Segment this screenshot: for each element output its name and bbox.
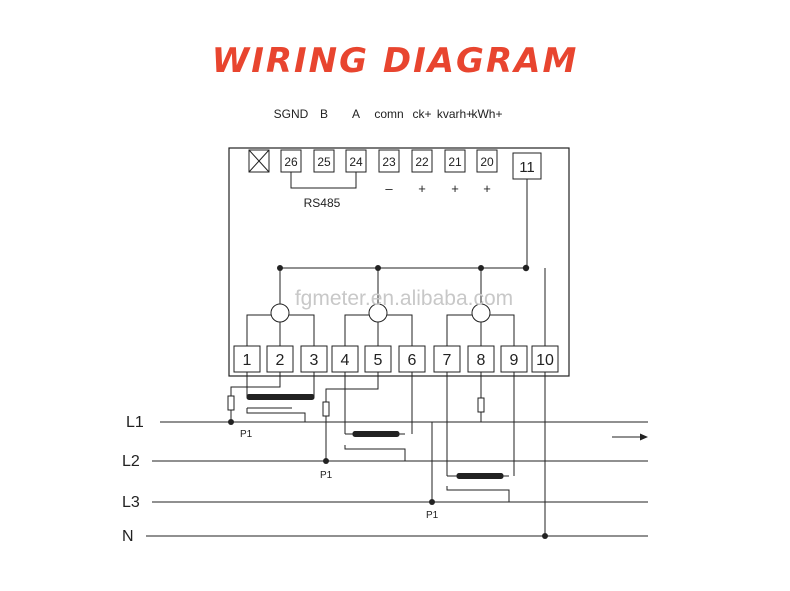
rs485-bracket [290, 172, 357, 189]
l1-tap-dot [228, 419, 234, 425]
top-terminal-number: 21 [448, 155, 462, 169]
polarity-mark: – [385, 181, 393, 196]
top-terminal-number: 20 [480, 155, 494, 169]
bottom-terminal-box [398, 345, 426, 373]
supply-lines [146, 421, 648, 537]
top-terminal-number: 26 [284, 155, 298, 169]
neutral-tap-dot [542, 533, 548, 539]
bottom-terminal-number: 6 [408, 352, 417, 369]
measuring-element-2 [344, 268, 413, 346]
top-terminal-label: kvarh+ [437, 107, 473, 121]
bottom-terminal-number: 7 [443, 352, 452, 369]
top-terminal-label: kWh+ [471, 107, 502, 121]
bottom-terminal-box [467, 345, 495, 373]
phase-2-wiring [322, 372, 413, 461]
bottom-terminal-number: 5 [374, 352, 383, 369]
fuse-label-p1-l2: P1 [320, 470, 333, 481]
phase-1-wiring [227, 372, 315, 422]
bottom-terminal-number: 3 [310, 352, 319, 369]
top-terminal-box [313, 149, 335, 173]
bottom-terminal-box [433, 345, 461, 373]
l2-tap-dot [323, 458, 329, 464]
bottom-terminal-number: 8 [477, 352, 486, 369]
top-terminal-box [378, 149, 400, 173]
top-terminal-number: 24 [349, 155, 363, 169]
bottom-terminal-number: 2 [276, 352, 285, 369]
bottom-terminal-number: 1 [243, 352, 252, 369]
terminal-11-number: 11 [519, 159, 535, 176]
bottom-terminal-block: 1 2 3 4 5 6 7 8 9 10 [233, 345, 559, 373]
bottom-terminal-number: 4 [341, 352, 350, 369]
terminal-11-box [512, 152, 542, 180]
top-terminal-block: SGND 26 B 25 A 24 comn 23 ck+ 22 kvarh+ 21 kWh+ 20 [274, 107, 503, 173]
top-terminal-label: SGND [274, 107, 309, 121]
rs485-label: RS485 [304, 196, 341, 210]
fuse-label-p1-l3: P1 [426, 510, 439, 521]
blank-terminal-icon [248, 149, 270, 173]
phase-3-wiring [431, 372, 515, 502]
bottom-terminal-number: 10 [536, 352, 554, 369]
bottom-terminal-box [331, 345, 359, 373]
top-terminal-label: A [352, 107, 360, 121]
top-terminal-label: B [320, 107, 328, 121]
polarity-mark: + [483, 181, 491, 196]
top-terminal-box [411, 149, 433, 173]
watermark: fgmeter.en.alibaba.com [295, 287, 513, 310]
top-terminal-label: ck+ [412, 107, 431, 121]
line-label-l3: L3 [122, 494, 140, 511]
top-terminal-label: comn [374, 107, 403, 121]
polarity-mark: + [451, 181, 459, 196]
load-direction-arrow-icon [612, 433, 648, 441]
line-label-l2: L2 [122, 453, 140, 470]
meter-enclosure [228, 147, 570, 377]
l3-tap-dot [429, 499, 435, 505]
line-label-n: N [122, 528, 134, 545]
top-terminal-number: 23 [382, 155, 396, 169]
bottom-terminal-box [300, 345, 328, 373]
bottom-terminal-number: 9 [510, 352, 519, 369]
measuring-element-1 [246, 268, 315, 346]
polarity-marks: – + + + [385, 181, 490, 196]
fuse-label-p1-l1: P1 [240, 429, 253, 440]
top-terminal-number: 25 [317, 155, 331, 169]
line-label-l1: L1 [126, 414, 144, 431]
polarity-mark: + [418, 181, 426, 196]
bottom-terminal-box [500, 345, 528, 373]
top-terminal-box [444, 149, 466, 173]
top-terminal-box [476, 149, 498, 173]
diagram-title: WIRING DIAGRAM [212, 41, 579, 81]
top-terminal-number: 22 [415, 155, 429, 169]
measuring-element-3 [446, 268, 515, 346]
bottom-terminal-box [531, 345, 559, 373]
